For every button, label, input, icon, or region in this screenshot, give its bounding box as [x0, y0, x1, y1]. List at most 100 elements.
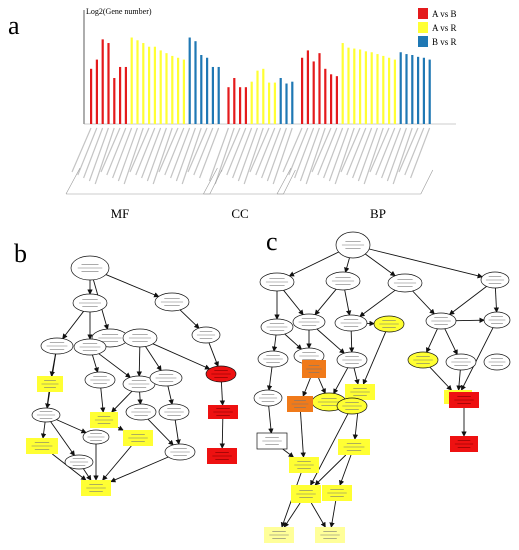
- tick-label-line: [71, 127, 92, 173]
- legend-label: A vs R: [432, 23, 457, 33]
- bar: [107, 43, 110, 124]
- tick-label-line: [386, 127, 407, 182]
- bar: [279, 78, 282, 124]
- bar: [341, 43, 344, 124]
- edge-arrow: [448, 286, 487, 316]
- tick-label-line: [193, 127, 214, 176]
- tick-label-line: [88, 127, 109, 182]
- tick-label-line: [288, 127, 309, 176]
- bar: [250, 81, 253, 124]
- edge-arrow: [102, 445, 132, 481]
- edge-arrow: [111, 390, 133, 413]
- legend-swatch: [418, 36, 428, 47]
- tick-label-line: [141, 127, 162, 179]
- legend-label: A vs B: [432, 9, 457, 19]
- edge-arrow: [344, 289, 352, 316]
- edge-arrow: [300, 411, 306, 458]
- tick-label-line: [135, 127, 156, 176]
- tick-label-line: [392, 127, 413, 185]
- bar: [233, 78, 236, 124]
- edge-arrow: [461, 327, 494, 391]
- bar: [364, 51, 367, 124]
- bar: [285, 83, 288, 124]
- tick-label-line: [214, 127, 235, 185]
- bar: [370, 52, 373, 124]
- edge-arrow: [283, 502, 301, 528]
- edge-arrow: [310, 413, 349, 486]
- tick-label-line: [398, 127, 419, 173]
- tick-label-line: [237, 127, 258, 182]
- edge-arrow: [219, 418, 225, 449]
- bar: [256, 70, 259, 124]
- tick-label-line: [187, 127, 208, 173]
- bar: [211, 66, 214, 124]
- tick-label-line: [220, 127, 241, 173]
- bar: [188, 37, 191, 124]
- edge-arrow: [333, 367, 349, 395]
- edge-arrow: [362, 331, 387, 385]
- tick-label-line: [181, 127, 202, 185]
- bar: [335, 76, 338, 124]
- bar: [101, 39, 104, 124]
- bar: [244, 87, 247, 124]
- bar: [95, 59, 98, 124]
- tick-label-line: [282, 127, 303, 173]
- chart-legend: A vs BA vs RB vs R: [418, 8, 457, 47]
- bar: [90, 68, 93, 124]
- tick-label-line: [352, 127, 373, 179]
- bar: [382, 55, 385, 124]
- bar: [113, 78, 116, 124]
- go-tree-c: [253, 231, 511, 543]
- bar: [165, 53, 168, 124]
- tick-label-line: [226, 127, 247, 176]
- edge-arrow: [359, 289, 396, 317]
- group-label-bp: BP: [370, 206, 386, 221]
- tick-label-line: [152, 127, 173, 185]
- tick-label-line: [305, 127, 326, 185]
- group-bracket: [65, 167, 223, 195]
- bar: [148, 46, 151, 124]
- bar: [130, 37, 133, 124]
- bar: [159, 50, 162, 124]
- bar: [206, 57, 209, 125]
- edge-arrow: [152, 343, 211, 370]
- edge-arrow: [136, 346, 142, 377]
- bar: [262, 68, 265, 124]
- tick-label-line: [294, 127, 315, 179]
- edge-arrow: [444, 328, 458, 356]
- edge-arrow: [100, 387, 106, 413]
- tick-label-line: [323, 127, 344, 179]
- edge-arrow: [353, 367, 360, 385]
- bar: [347, 47, 350, 124]
- edge-arrow: [98, 353, 131, 378]
- edge-arrow: [365, 253, 396, 277]
- tick-label-line: [232, 127, 253, 179]
- tick-label-line: [410, 127, 431, 179]
- tick-label-line: [129, 127, 150, 173]
- tick-label-line: [94, 127, 115, 185]
- edge-arrow: [110, 456, 169, 483]
- bar: [388, 57, 391, 125]
- tick-label-line: [311, 127, 332, 173]
- bar: [301, 57, 304, 125]
- edge-arrow: [50, 421, 75, 457]
- edge-arrow: [493, 287, 500, 313]
- bar: [306, 50, 309, 124]
- edge-arrow: [284, 333, 303, 350]
- bar: [182, 59, 185, 124]
- tick-label-line: [164, 127, 185, 176]
- edge-arrow: [117, 425, 124, 431]
- edge-arrow: [310, 502, 326, 528]
- bar: [393, 59, 396, 124]
- tick-label-line: [363, 127, 384, 185]
- edge-arrow: [62, 311, 84, 340]
- bar: [330, 74, 333, 124]
- edge-arrow: [268, 405, 274, 434]
- bar: [171, 55, 174, 124]
- tick-label-line: [243, 127, 264, 185]
- bar: [399, 52, 402, 124]
- tick-label-line: [404, 127, 425, 176]
- bar: [177, 57, 180, 125]
